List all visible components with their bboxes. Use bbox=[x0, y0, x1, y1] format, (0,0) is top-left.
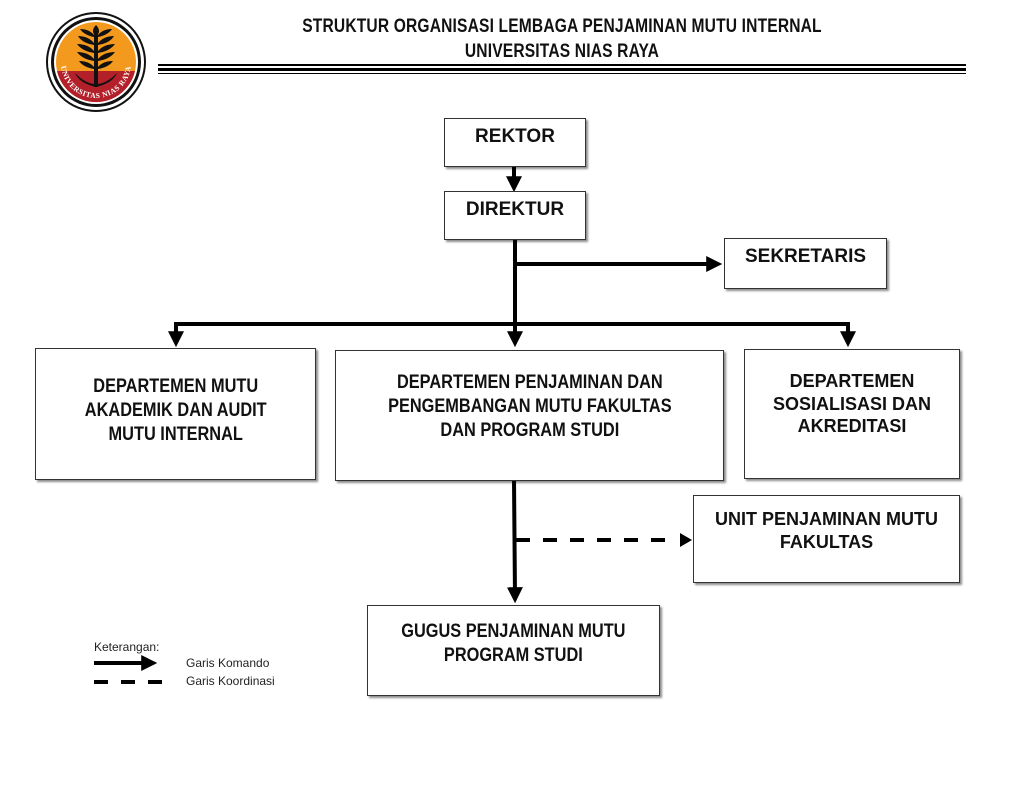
node-sekretaris-label: SEKRETARIS bbox=[744, 246, 867, 267]
page-title-line2: UNIVERSITAS NIAS RAYA bbox=[464, 41, 660, 62]
legend-label-komando: Garis Komando bbox=[186, 656, 270, 670]
node-unit-fakultas: UNIT PENJAMINAN MUTU FAKULTAS bbox=[693, 495, 960, 583]
header-rule-1 bbox=[158, 64, 966, 66]
node-dept-sosialisasi-label: DEPARTEMEN SOSIALISASI DAN AKREDITASI bbox=[772, 371, 932, 436]
node-dept-mutu-akademik: DEPARTEMEN MUTU AKADEMIK DAN AUDIT MUTU … bbox=[35, 348, 316, 480]
wheat-emblem-icon: UNIVERSITAS NIAS RAYA bbox=[46, 12, 146, 112]
node-rektor-label: REKTOR bbox=[475, 126, 555, 147]
arrowhead-unit-fakultas bbox=[680, 533, 692, 547]
edge-dept-penjaminan-gugus bbox=[506, 479, 523, 604]
node-direktur-label: DIREKTUR bbox=[465, 199, 565, 220]
header-rule-3 bbox=[158, 73, 966, 74]
page-title-line1: STRUKTUR ORGANISASI LEMBAGA PENJAMINAN M… bbox=[302, 16, 822, 37]
node-sekretaris: SEKRETARIS bbox=[724, 238, 887, 289]
node-gugus-prodi: GUGUS PENJAMINAN MUTU PROGRAM STUDI bbox=[367, 605, 660, 696]
header-rule-2 bbox=[158, 68, 966, 71]
node-direktur: DIREKTUR bbox=[444, 191, 586, 240]
legend-label-koordinasi: Garis Koordinasi bbox=[186, 674, 275, 688]
node-rektor: REKTOR bbox=[444, 118, 586, 167]
node-dept-mutu-akademik-label: DEPARTEMEN MUTU AKADEMIK DAN AUDIT MUTU … bbox=[84, 376, 267, 445]
node-dept-penjaminan-label: DEPARTEMEN PENJAMINAN DAN PENGEMBANGAN M… bbox=[387, 372, 672, 441]
node-unit-fakultas-label: UNIT PENJAMINAN MUTU FAKULTAS bbox=[715, 509, 938, 552]
node-gugus-prodi-label: GUGUS PENJAMINAN MUTU PROGRAM STUDI bbox=[401, 621, 626, 666]
university-logo: UNIVERSITAS NIAS RAYA bbox=[45, 11, 147, 113]
node-dept-penjaminan: DEPARTEMEN PENJAMINAN DAN PENGEMBANGAN M… bbox=[335, 350, 724, 481]
legend-title: Keterangan: bbox=[94, 640, 160, 654]
node-dept-sosialisasi: DEPARTEMEN SOSIALISASI DAN AKREDITASI bbox=[744, 349, 960, 479]
